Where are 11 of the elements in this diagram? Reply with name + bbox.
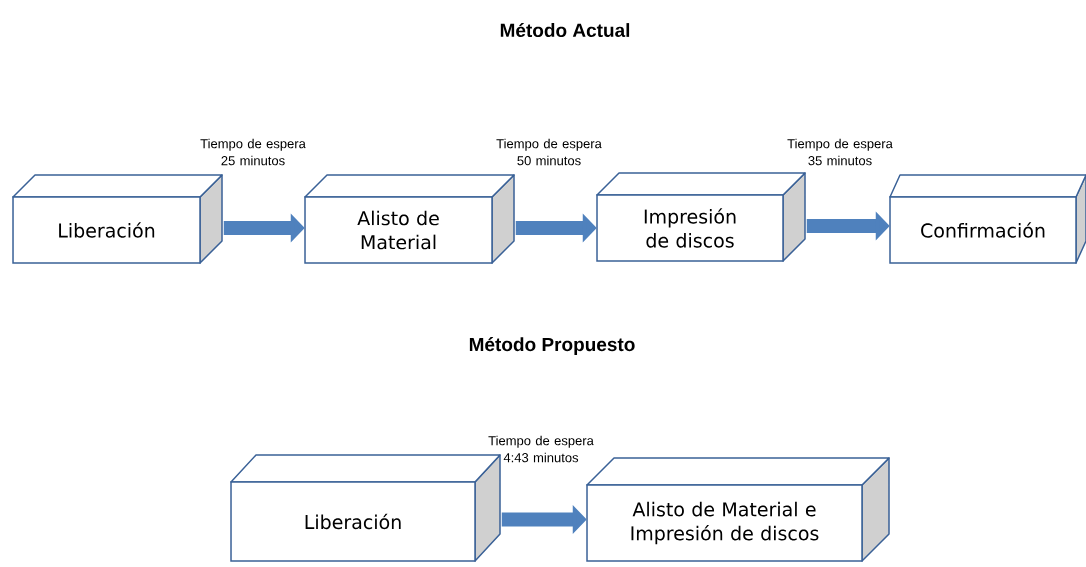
box-3d: Alisto de Material xyxy=(304,174,515,264)
box-3d: Impresión de discos xyxy=(596,172,806,262)
edge-label: Tiempo de espera 35 minutos xyxy=(787,138,893,166)
section-title: Método Actual xyxy=(500,22,630,38)
edge-label: Tiempo de espera 50 minutos xyxy=(496,138,602,166)
box-3d: Confirmación xyxy=(889,174,1086,264)
section-title: Método Propuesto xyxy=(469,337,635,355)
edge-label: Tiempo de espera 25 minutos xyxy=(200,138,306,166)
box-3d: Liberación xyxy=(12,174,223,264)
box-3d: Alisto de Material e Impresión de discos xyxy=(586,457,890,562)
box-3d: Liberación xyxy=(230,454,501,562)
